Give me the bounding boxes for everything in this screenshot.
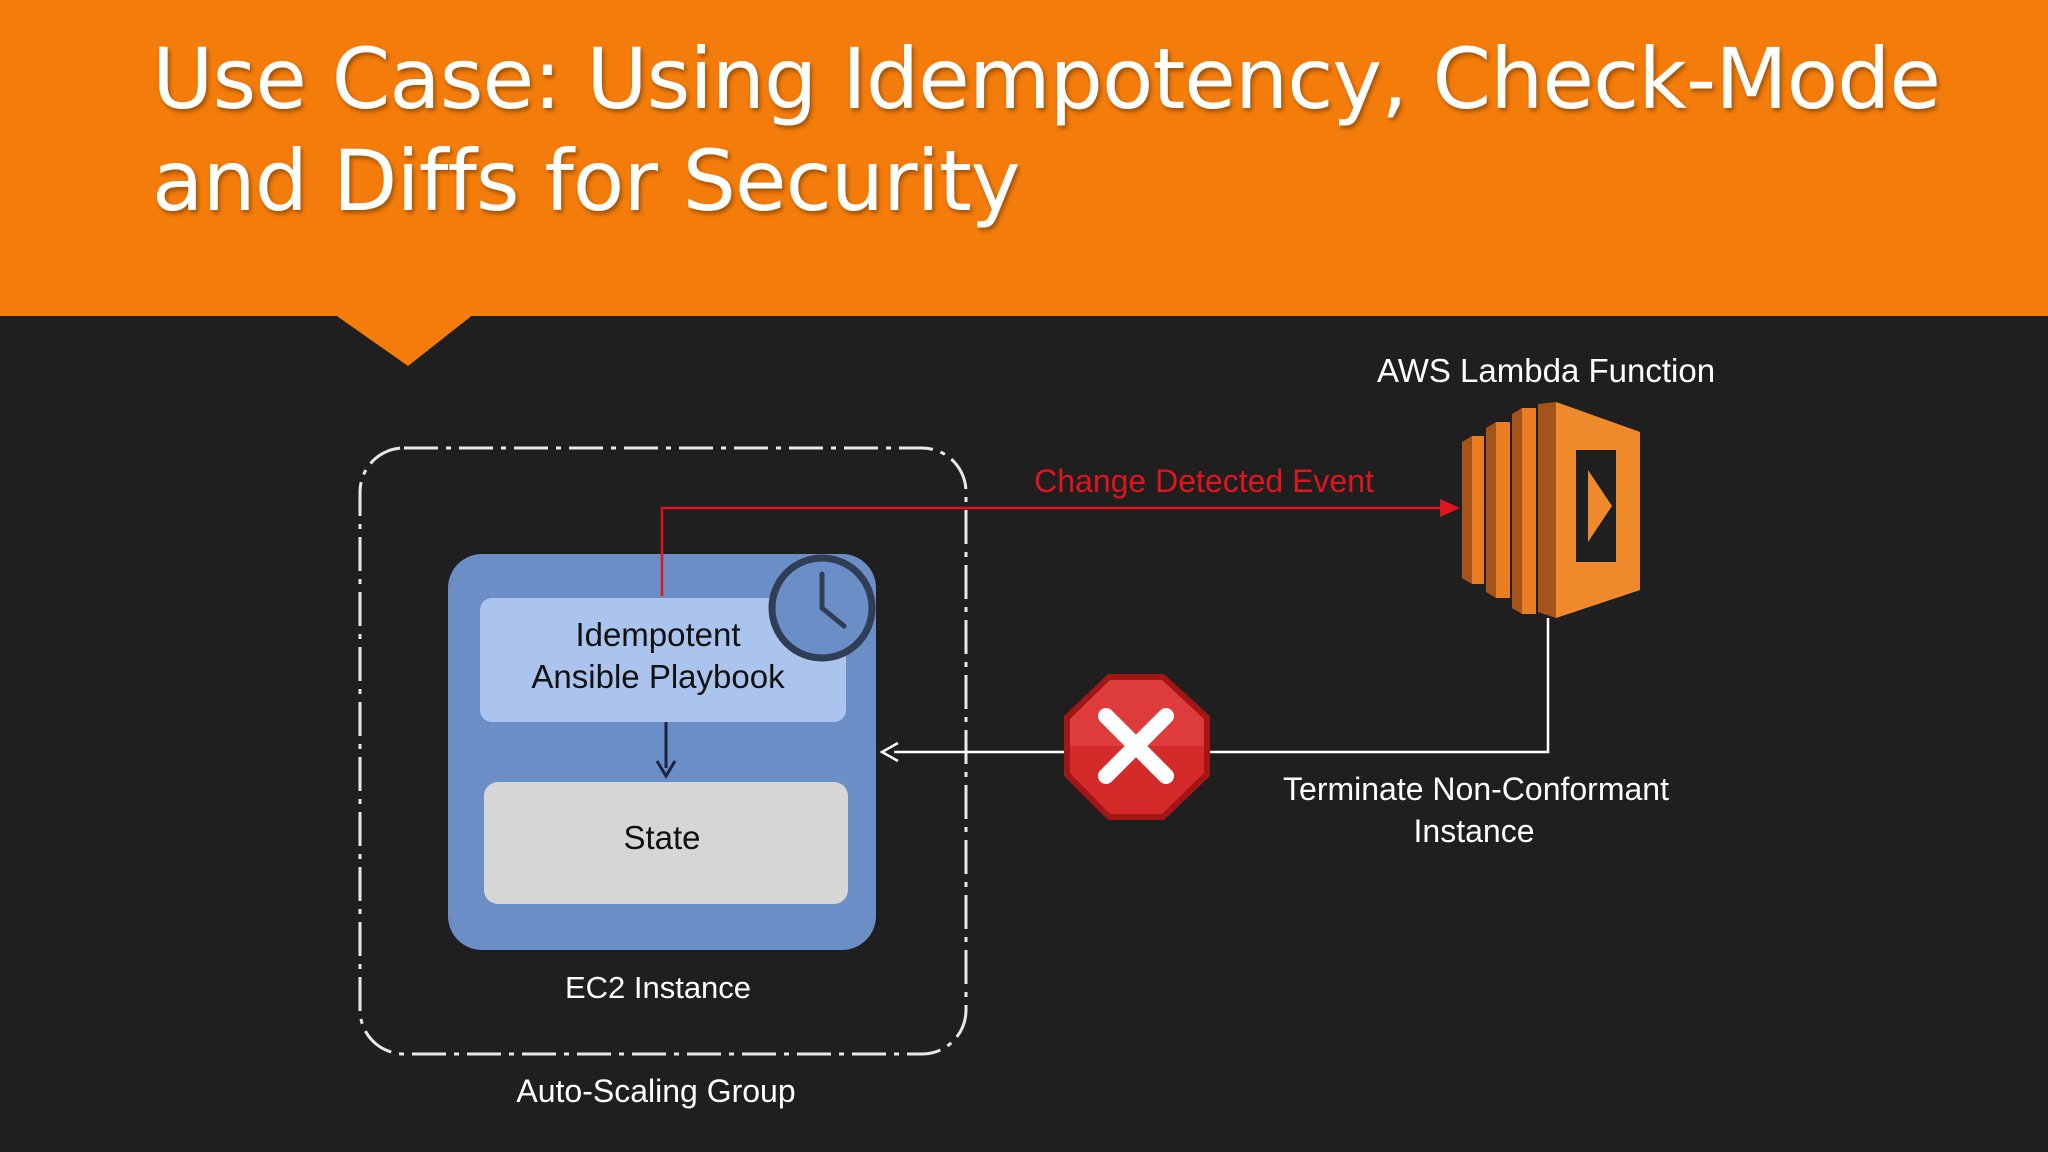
ec2-instance-label: EC2 Instance bbox=[565, 970, 751, 1005]
state-label: State bbox=[623, 819, 700, 856]
change-event-label: Change Detected Event bbox=[1034, 463, 1374, 499]
terminate-label-line2: Instance bbox=[1414, 813, 1535, 849]
playbook-box bbox=[480, 598, 846, 722]
terminate-arrowhead bbox=[879, 741, 899, 763]
aws-lambda-icon bbox=[1462, 402, 1640, 618]
playbook-label-line2: Ansible Playbook bbox=[531, 658, 785, 695]
change-event-line bbox=[660, 506, 1444, 596]
clock-icon bbox=[768, 554, 876, 662]
terminate-line bbox=[894, 618, 1550, 754]
stop-x-icon bbox=[1064, 674, 1210, 820]
title-banner bbox=[0, 0, 2048, 316]
state-box bbox=[484, 782, 848, 904]
lambda-label: AWS Lambda Function bbox=[1377, 352, 1715, 389]
banner-pointer bbox=[334, 314, 474, 366]
terminate-label-line1: Terminate Non-Conformant bbox=[1283, 771, 1669, 807]
change-event-arrowhead bbox=[1440, 499, 1460, 517]
auto-scaling-group-label: Auto-Scaling Group bbox=[516, 1073, 795, 1109]
slide-title: Use Case: Using Idempotency, Check-Mode … bbox=[152, 30, 1941, 230]
playbook-label-line1: Idempotent bbox=[575, 616, 740, 653]
playbook-to-state-arrowhead bbox=[655, 760, 677, 779]
